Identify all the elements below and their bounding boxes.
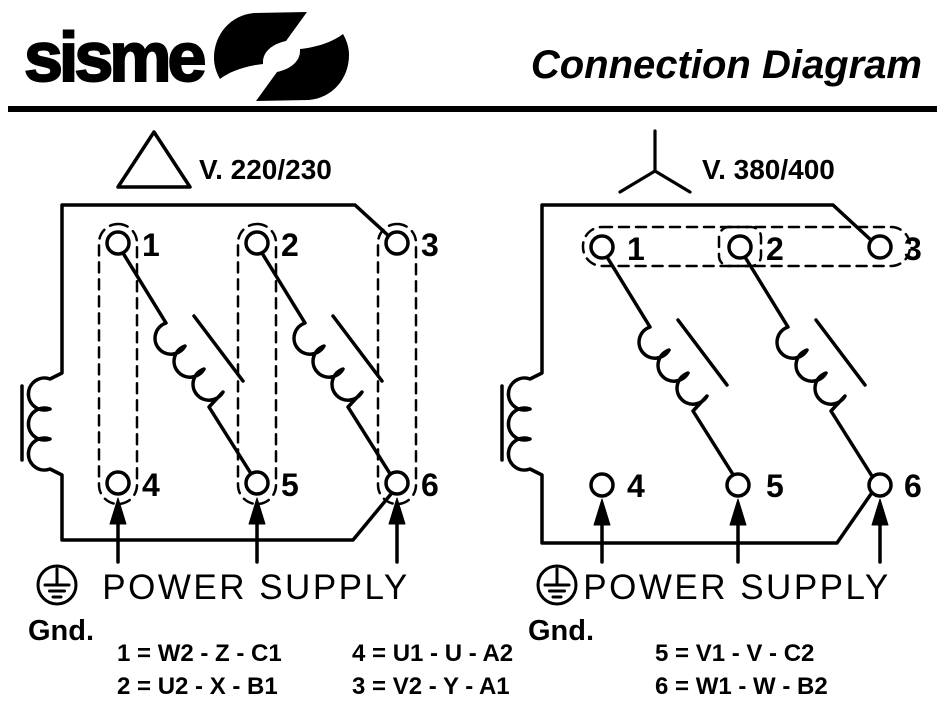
terminal-label-4: 4 bbox=[627, 468, 645, 504]
star-icon bbox=[618, 129, 692, 194]
legend-line: 2 = U2 - X - B1 bbox=[117, 673, 278, 700]
terminal-3 bbox=[867, 234, 893, 260]
page-title: Connection Diagram bbox=[531, 43, 922, 87]
terminal-label-5: 5 bbox=[766, 468, 784, 504]
terminal-1 bbox=[589, 234, 615, 260]
legend-line: 1 = W2 - Z - C1 bbox=[117, 640, 282, 667]
delta-panel: V. 220/230 1 bbox=[20, 130, 439, 647]
terminals bbox=[105, 230, 410, 496]
delta-icon bbox=[116, 130, 192, 189]
power-arrows bbox=[109, 497, 406, 564]
legend-line: 3 = V2 - Y - A1 bbox=[352, 673, 510, 700]
power-arrows bbox=[593, 498, 889, 564]
voltage-label: V. 380/400 bbox=[702, 154, 835, 185]
power-arrow-head bbox=[109, 497, 127, 525]
header-rule bbox=[8, 106, 937, 112]
ground-circle bbox=[36, 564, 78, 606]
sisme-logo-icon bbox=[214, 12, 349, 101]
terminal-label-5: 5 bbox=[281, 467, 299, 503]
terminal-label-1: 1 bbox=[142, 227, 160, 263]
power-arrow-head bbox=[729, 498, 747, 526]
motor-box-outline bbox=[506, 203, 874, 545]
ground-label: Gnd. bbox=[28, 615, 94, 647]
terminal-label-4: 4 bbox=[142, 467, 160, 503]
terminal-4 bbox=[105, 470, 131, 496]
power-arrow-head bbox=[248, 497, 266, 525]
logo-mark-upper bbox=[214, 12, 307, 79]
terminal-label-3: 3 bbox=[421, 227, 439, 263]
terminal-label-6: 6 bbox=[904, 468, 922, 504]
power-arrow-head bbox=[871, 498, 889, 526]
terminals bbox=[589, 234, 893, 498]
legend-line: 5 = V1 - V - C2 bbox=[655, 640, 814, 667]
terminal-label-3: 3 bbox=[904, 231, 922, 267]
terminal-label-6: 6 bbox=[421, 467, 439, 503]
brand-logo-text: sisme bbox=[24, 18, 205, 96]
winding-coil-2-6 bbox=[260, 251, 396, 482]
link-capsule-3-6 bbox=[376, 222, 418, 506]
terminal-6 bbox=[867, 472, 893, 498]
terminal-legend: 1 = W2 - Z - C1 2 = U2 - X - B1 4 = U1 -… bbox=[117, 640, 828, 700]
power-arrow-head bbox=[388, 497, 406, 525]
legend-line: 4 = U1 - U - A2 bbox=[352, 640, 513, 667]
ground-label: Gnd. bbox=[528, 615, 594, 647]
logo-mark-lower bbox=[256, 34, 349, 101]
terminal-5 bbox=[725, 472, 751, 498]
terminal-5 bbox=[244, 470, 270, 496]
terminal-label-1: 1 bbox=[627, 231, 645, 267]
terminal-labels: 1 2 3 4 5 6 bbox=[142, 227, 439, 503]
terminal-labels: 1 2 3 4 5 6 bbox=[627, 231, 922, 504]
terminal-label-2: 2 bbox=[766, 231, 784, 267]
legend-line: 6 = W1 - W - B2 bbox=[655, 673, 828, 700]
header: sisme Connection Diagram bbox=[8, 12, 937, 112]
terminal-4 bbox=[589, 472, 615, 498]
ground-icon bbox=[536, 564, 578, 606]
terminal-6 bbox=[384, 470, 410, 496]
ground-bars bbox=[543, 567, 571, 599]
terminal-2 bbox=[727, 234, 753, 260]
terminal-label-2: 2 bbox=[281, 227, 299, 263]
terminal-1 bbox=[105, 230, 131, 256]
power-supply-label: POWER SUPPLY bbox=[583, 568, 890, 607]
terminal-2-capsule bbox=[717, 225, 763, 268]
power-arrow-head bbox=[593, 498, 611, 526]
star-panel: V. 380/400 1 2 bbox=[500, 129, 922, 647]
terminal-2 bbox=[244, 230, 270, 256]
link-capsule-1-4 bbox=[97, 222, 139, 506]
terminal-3 bbox=[384, 230, 410, 256]
voltage-label: V. 220/230 bbox=[199, 154, 332, 185]
ground-circle bbox=[536, 564, 578, 606]
motor-box-outline bbox=[26, 203, 394, 542]
power-supply-label: POWER SUPPLY bbox=[102, 568, 409, 607]
ground-bars bbox=[43, 567, 71, 599]
link-capsule-2-5 bbox=[236, 222, 278, 506]
winding-coil-1-5 bbox=[121, 251, 257, 482]
winding-coil-1-5 bbox=[605, 255, 741, 486]
ground-icon bbox=[36, 564, 78, 606]
winding-coil-2-6 bbox=[743, 255, 879, 486]
